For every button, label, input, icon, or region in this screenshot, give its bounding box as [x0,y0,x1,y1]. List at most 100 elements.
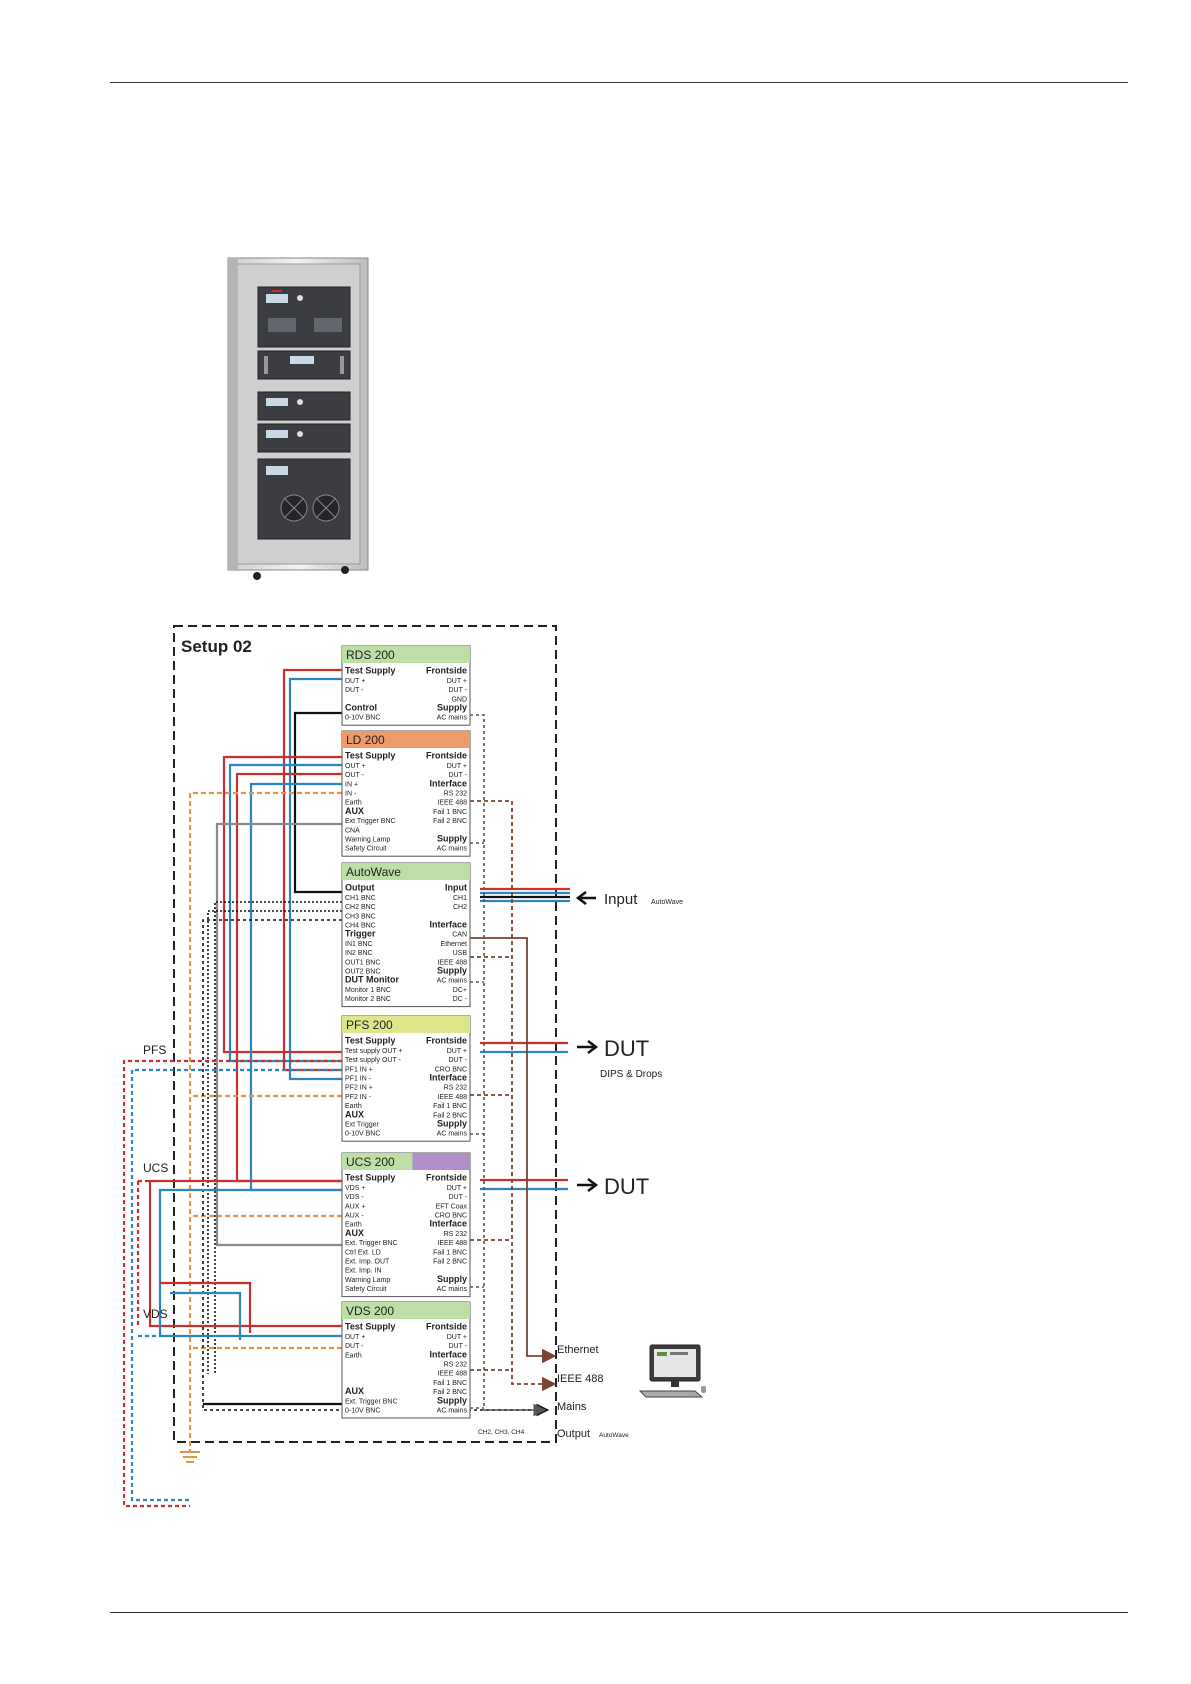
vds-label: VDS [143,1307,168,1321]
module-title: RDS 200 [346,648,395,662]
port-label: DUT - [448,1057,467,1064]
wire-ld-out-minus [228,763,342,1063]
port-label: Ext. Trigger BNC [345,1398,398,1405]
port-label: CH2 BNC [345,904,376,911]
port-label: GND [451,696,467,703]
port-label: DUT - [345,687,364,694]
port-label: Fail 1 BNC [433,809,467,816]
port-label: PF2 IN + [345,1085,373,1092]
port-label: VDS + [345,1185,365,1192]
port-label: Monitor 1 BNC [345,987,391,994]
wire-ld-out-plus [222,755,342,1054]
port-label: Interface [429,1073,467,1083]
wire-ch3 [207,910,342,1374]
port-label: Ext. Imp. IN [345,1268,382,1275]
wire-pfs-ext-red [122,1059,342,1508]
wire-earth [188,791,342,1452]
wire-vds-aux-blue [170,1291,242,1340]
port-label: CH1 BNC [345,895,376,902]
port-label: DUT + [447,1334,467,1341]
header-rule [110,82,1128,83]
wire-ieee [470,800,557,1392]
port-label: Supply [437,1395,467,1405]
module-box [341,1152,471,1298]
setup-title: Setup 02 [181,637,252,656]
arrow-left-icon [575,891,596,905]
module-header-accent [412,1153,470,1170]
wire-ethernet [470,937,557,1364]
port-label: Supply [437,1274,467,1284]
port-label: PF1 IN + [345,1066,373,1073]
port-label: VDS - [345,1194,364,1201]
module-box [341,730,471,857]
port-label: DUT - [448,1343,467,1350]
port-label: Test Supply [345,1036,395,1046]
wire-pfs-ext-blue [130,1068,342,1502]
ground-icon [180,1451,200,1463]
port-label: CH1 [453,895,467,902]
port-label: Ethernet [441,941,468,948]
port-label: 0-10V BNC [345,1408,380,1415]
port-label: DUT + [447,1185,467,1192]
port-label: DC+ [453,987,467,994]
port-label: AC mains [437,978,468,985]
module-box [341,1301,471,1419]
port-label: Fail 2 BNC [433,818,467,825]
port-label: Monitor 2 BNC [345,996,391,1003]
wire-mains [470,714,547,1417]
port-label: Interface [429,1219,467,1229]
port-label: OUT - [345,772,365,779]
port-label: Interface [429,1349,467,1359]
port-label: Ext. Trigger BNC [345,1240,398,1247]
port-label: DUT - [448,772,467,779]
footer-rule [110,1612,1128,1613]
port-label: RS 232 [444,1231,467,1238]
module-title: PFS 200 [346,1018,393,1032]
port-label: OUT2 BNC [345,969,380,976]
port-label: CH3 BNC [345,913,376,920]
port-label: OUT1 BNC [345,959,380,966]
port-label: Warning Lamp [345,837,390,844]
port-label: Test supply OUT + [345,1048,403,1055]
port-label: Test Supply [345,1322,395,1332]
module-title: VDS 200 [346,1304,394,1318]
port-label: DUT - [448,1194,467,1201]
module-header [342,863,470,880]
channels-label: CH2, CH3, CH4 [478,1429,525,1436]
port-label: Earth [345,1103,362,1110]
port-label: IEEE 488 [437,1371,467,1378]
port-label: Trigger [345,929,376,939]
port-label: RS 232 [444,1085,467,1092]
port-label: Warning Lamp [345,1277,390,1284]
dut-sub-label-1: DIPS & Drops [600,1069,662,1080]
port-label: Safety Circuit [345,1286,387,1293]
module-header [342,731,470,748]
port-label: IEEE 488 [437,959,467,966]
setup-frame [173,625,557,1443]
port-label: Input [445,883,467,893]
port-label: Ext Trigger [345,1122,380,1129]
ucs-label: UCS [143,1161,168,1175]
port-label: IEEE 488 [437,1094,467,1101]
port-label: AUX [345,1386,364,1396]
port-label: PF1 IN - [345,1076,372,1083]
port-label: Supply [437,1119,467,1129]
port-label: 0-10V BNC [345,715,380,722]
port-label: Test Supply [345,1173,395,1183]
port-label: IN + [345,781,358,788]
port-label: DUT - [448,687,467,694]
port-label: AC mains [437,1131,468,1138]
port-label: Interface [429,920,467,930]
port-label: Frontside [426,666,467,676]
port-label: Test Supply [345,751,395,761]
port-label: AC mains [437,1286,468,1293]
dut-label-2: DUT [604,1174,649,1199]
port-label: Earth [345,1222,362,1229]
port-label: Fail 2 BNC [433,1389,467,1396]
port-label: Fail 1 BNC [433,1103,467,1110]
output-sub-label: AutoWave [599,1432,629,1439]
port-label: DUT + [447,678,467,685]
port-label: AUX + [345,1203,365,1210]
